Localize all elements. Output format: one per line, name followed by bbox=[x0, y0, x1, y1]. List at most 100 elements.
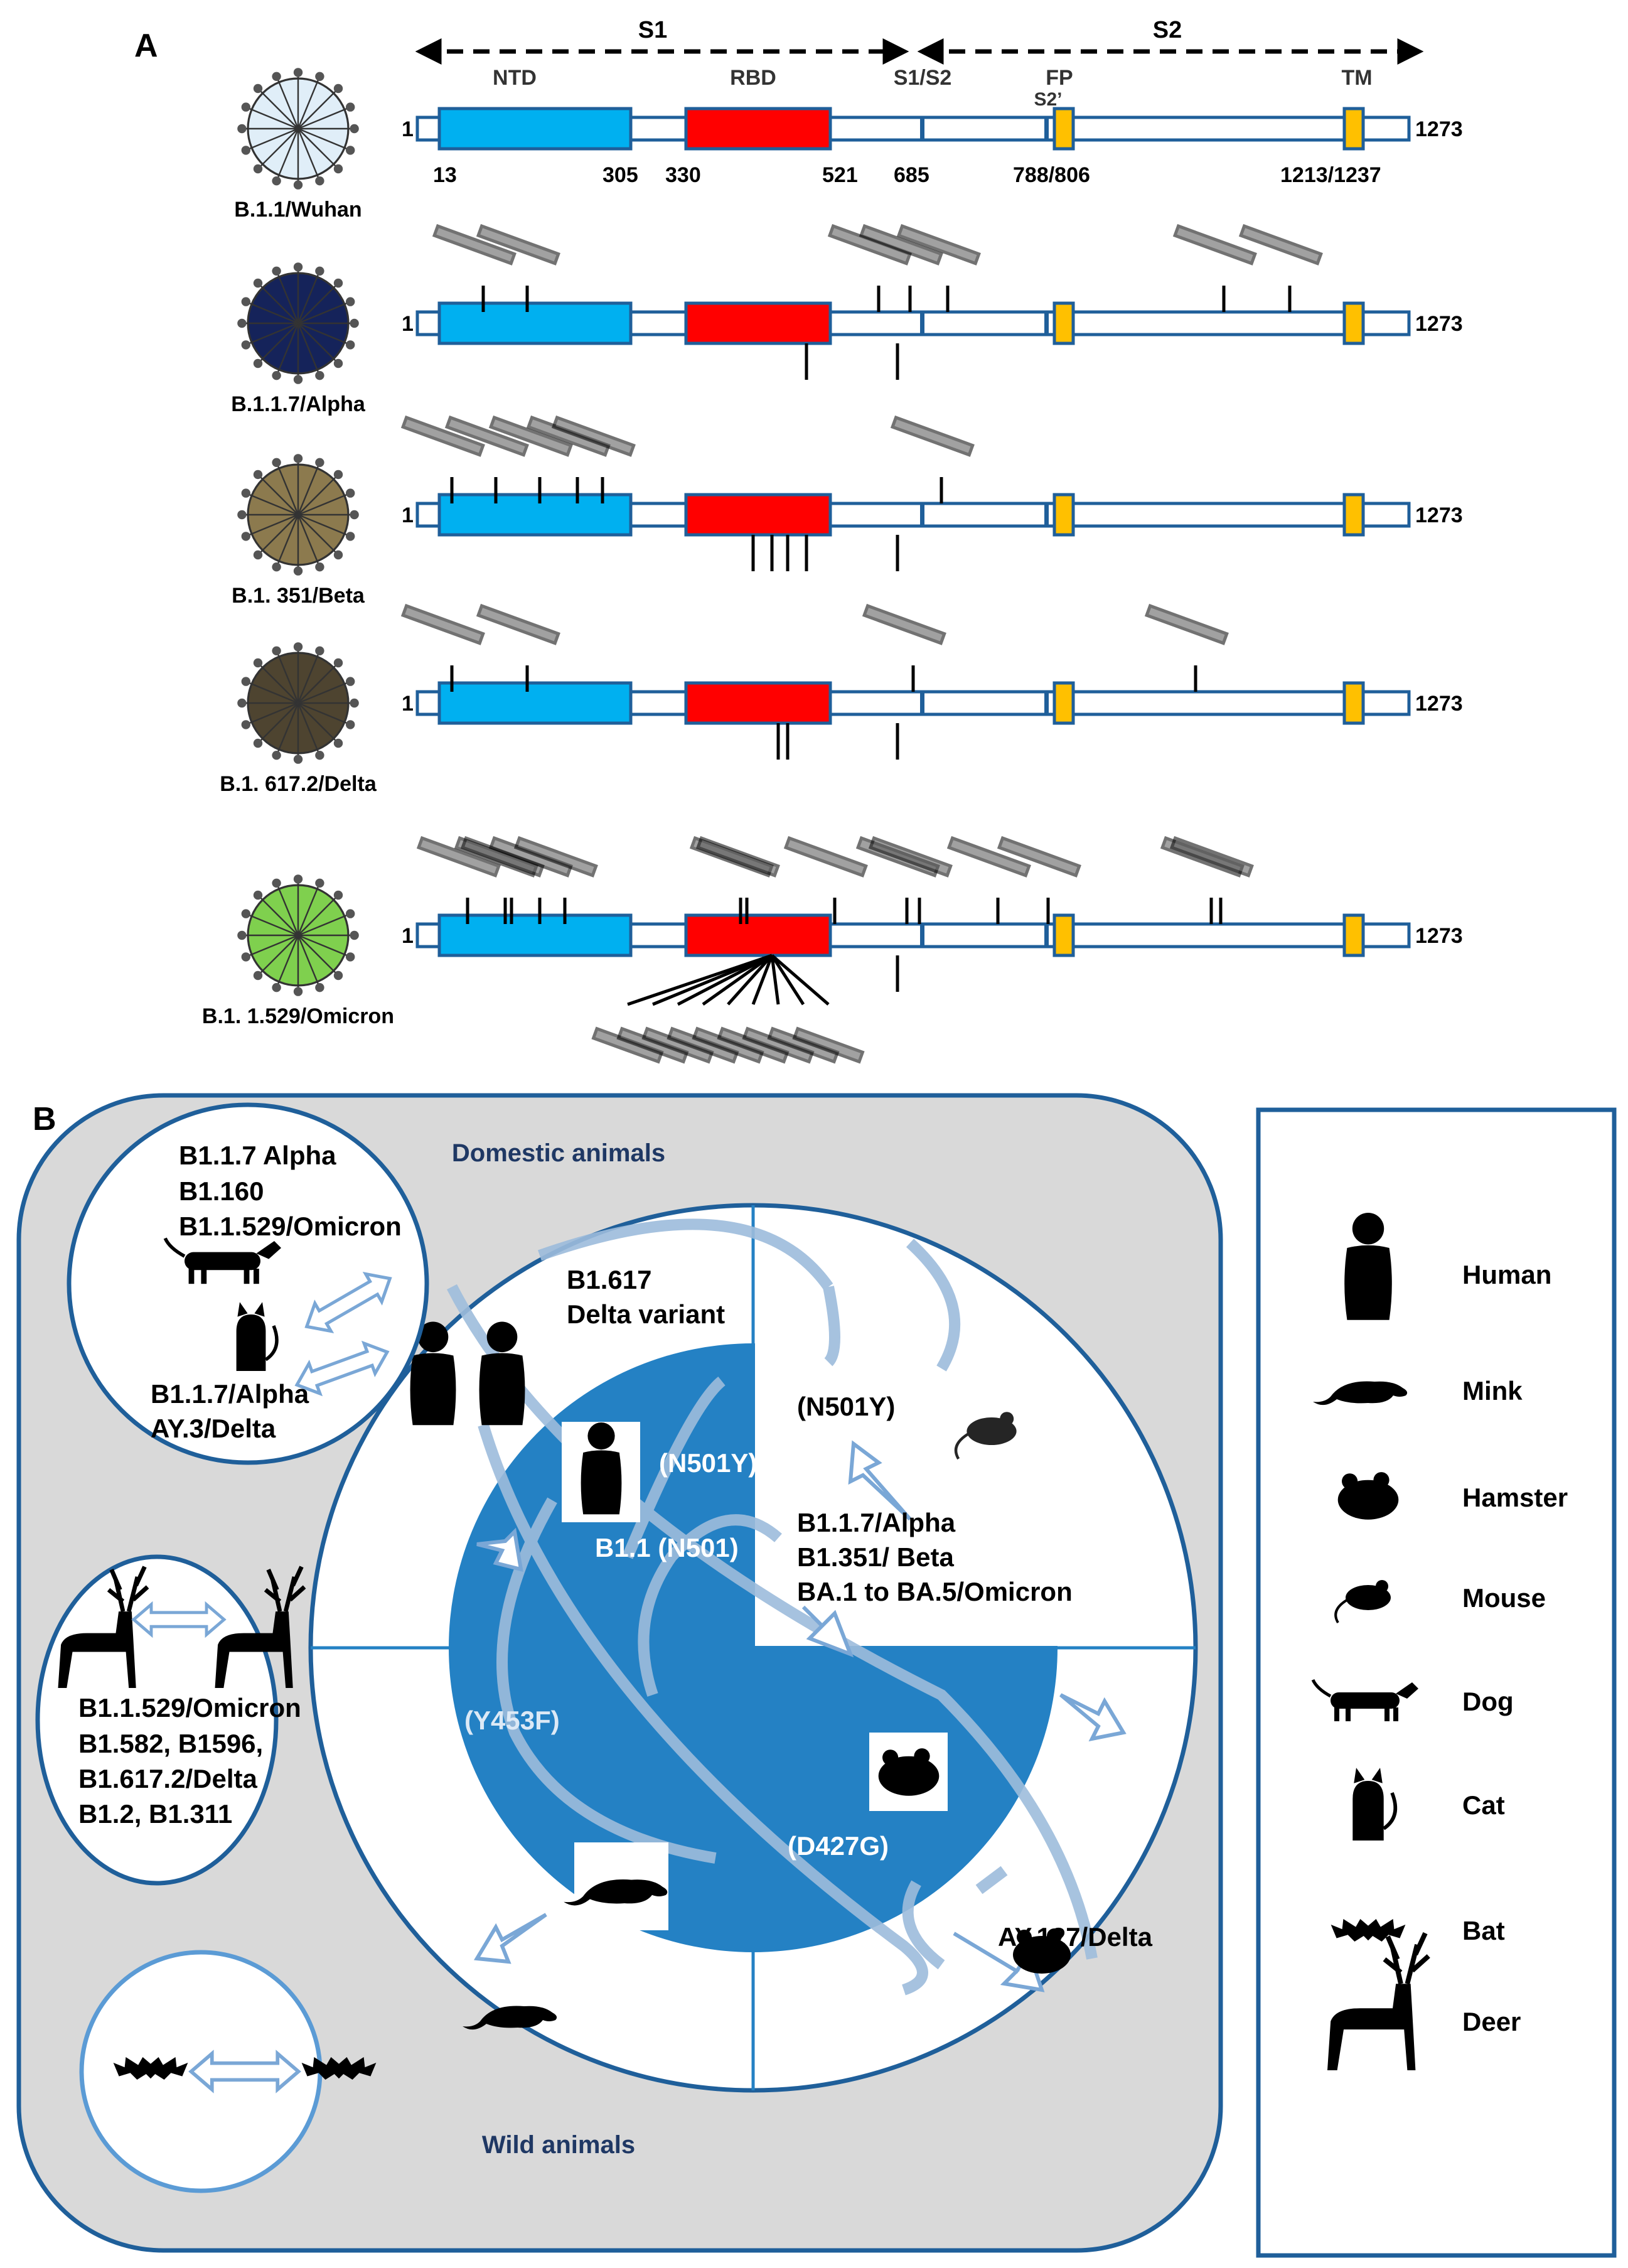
ntd-domain bbox=[437, 681, 633, 725]
seq-start: 1 bbox=[402, 117, 414, 141]
pos-305: 305 bbox=[602, 163, 638, 187]
seq-start: 1 bbox=[402, 503, 414, 527]
mutation-tick bbox=[727, 954, 773, 1006]
tm-domain bbox=[1342, 107, 1365, 151]
legend-item: Cat bbox=[1352, 1768, 1505, 1841]
domestic-title: Domestic animals bbox=[452, 1139, 665, 1167]
tm-label: TM bbox=[1341, 66, 1372, 90]
legend-label: Dog bbox=[1462, 1687, 1514, 1716]
legend-label: Cat bbox=[1462, 1790, 1505, 1820]
legend-item: Dog bbox=[1313, 1680, 1514, 1721]
s2prime-site bbox=[1044, 312, 1049, 335]
seq-start: 1 bbox=[402, 692, 414, 716]
virus-icon bbox=[237, 67, 360, 190]
legend-label: Mink bbox=[1462, 1376, 1523, 1405]
legend-item: Mink bbox=[1313, 1376, 1523, 1405]
rbd-domain bbox=[684, 301, 832, 345]
ntd-domain bbox=[437, 301, 633, 345]
pets-4: AY.3/Delta bbox=[151, 1414, 276, 1443]
s2prime-site bbox=[1044, 924, 1049, 947]
cleavage-site bbox=[920, 924, 924, 947]
d427g-label: (D427G) bbox=[788, 1831, 889, 1861]
pos-788-806: 788/806 bbox=[1013, 163, 1090, 187]
fp-domain bbox=[1052, 913, 1075, 957]
s2prime-label: S2’ bbox=[1034, 89, 1062, 110]
variant-list-2: BA.1 to BA.5/Omicron bbox=[797, 1577, 1073, 1606]
seq-start: 1 bbox=[402, 924, 414, 948]
pets-2: B1.1.529/Omicron bbox=[179, 1212, 402, 1241]
panel-b-label: B bbox=[33, 1101, 56, 1137]
mutation-ticks bbox=[400, 223, 1323, 1064]
mutation-tick bbox=[677, 954, 773, 1006]
s2-label: S2 bbox=[1153, 17, 1182, 43]
s1s2-label: S1/S2 bbox=[894, 66, 952, 90]
mutation-tick bbox=[751, 955, 774, 1005]
deer-3: B1.2, B1.311 bbox=[78, 1799, 232, 1829]
rbd-label: RBD bbox=[730, 66, 776, 90]
virus-icon bbox=[237, 453, 360, 576]
ntd-domain bbox=[437, 493, 633, 537]
mutation-label-blur bbox=[862, 603, 946, 645]
deer-1: B1.582, B1596, bbox=[78, 1729, 263, 1758]
mutation-label-blur bbox=[1238, 223, 1323, 266]
fp-domain bbox=[1052, 301, 1075, 345]
mutation-tick bbox=[702, 954, 773, 1006]
rbd-domain bbox=[684, 107, 832, 151]
variant-name: B.1.1/Wuhan bbox=[234, 198, 361, 222]
pos-13: 13 bbox=[433, 163, 457, 187]
variant-name: B.1.1.7/Alpha bbox=[231, 392, 366, 416]
legend-label: Hamster bbox=[1462, 1483, 1568, 1512]
bat-circle bbox=[79, 1950, 377, 2193]
seq-start: 1 bbox=[402, 312, 414, 336]
ntd-domain bbox=[437, 107, 633, 151]
mutation-label-blur bbox=[416, 836, 501, 878]
mutation-label-blur bbox=[1169, 836, 1254, 878]
s2prime-site bbox=[1044, 692, 1049, 714]
pos-330: 330 bbox=[665, 163, 701, 187]
seq-end: 1273 bbox=[1415, 924, 1463, 948]
mutation-label-blur bbox=[444, 415, 529, 457]
mutation-label-blur bbox=[695, 836, 780, 878]
variant-list-0: B1.1.7/Alpha bbox=[797, 1508, 956, 1537]
fp-domain bbox=[1052, 681, 1075, 725]
y453f-label: (Y453F) bbox=[464, 1706, 560, 1735]
pets-circle bbox=[67, 1102, 429, 1465]
mutation-label-blur bbox=[859, 223, 943, 266]
ay127-label: AY.127/Delta bbox=[998, 1922, 1153, 1952]
mutation-label-blur bbox=[783, 836, 868, 878]
deer-0: B1.1.529/Omicron bbox=[78, 1693, 301, 1722]
legend-label: Mouse bbox=[1462, 1583, 1546, 1613]
mutation-label-blur bbox=[792, 1026, 865, 1064]
variant-name: B.1. 617.2/Delta bbox=[220, 772, 377, 796]
variant-name: B.1. 351/Beta bbox=[232, 584, 365, 608]
mutation-tick bbox=[652, 954, 773, 1006]
ntd-label: NTD bbox=[493, 66, 537, 90]
pos-1213-1237: 1213/1237 bbox=[1280, 163, 1381, 187]
mutation-label-blur bbox=[946, 836, 1031, 878]
tm-domain bbox=[1342, 301, 1365, 345]
mutation-tick bbox=[771, 954, 830, 1006]
legend-item: Bat bbox=[1331, 1916, 1505, 1945]
mutation-label-blur bbox=[1144, 603, 1229, 645]
mutation-tick bbox=[627, 954, 773, 1006]
position-labels: 13 305 330 521 685 788/806 1213/1237 bbox=[433, 163, 1381, 187]
fp-domain bbox=[1052, 107, 1075, 151]
virus-icon bbox=[237, 873, 360, 997]
legend-item: Human bbox=[1344, 1213, 1551, 1320]
mutation-label-blur bbox=[513, 836, 598, 878]
legend-item: Mouse bbox=[1334, 1579, 1546, 1624]
pos-685: 685 bbox=[894, 163, 929, 187]
delta-line1: B1.617 bbox=[567, 1265, 651, 1294]
mutation-label-blur bbox=[400, 415, 485, 457]
rbd-domain bbox=[684, 493, 832, 537]
mutation-tick bbox=[770, 955, 780, 1005]
cleavage-site bbox=[920, 312, 924, 335]
mutation-label-blur bbox=[1172, 223, 1257, 266]
